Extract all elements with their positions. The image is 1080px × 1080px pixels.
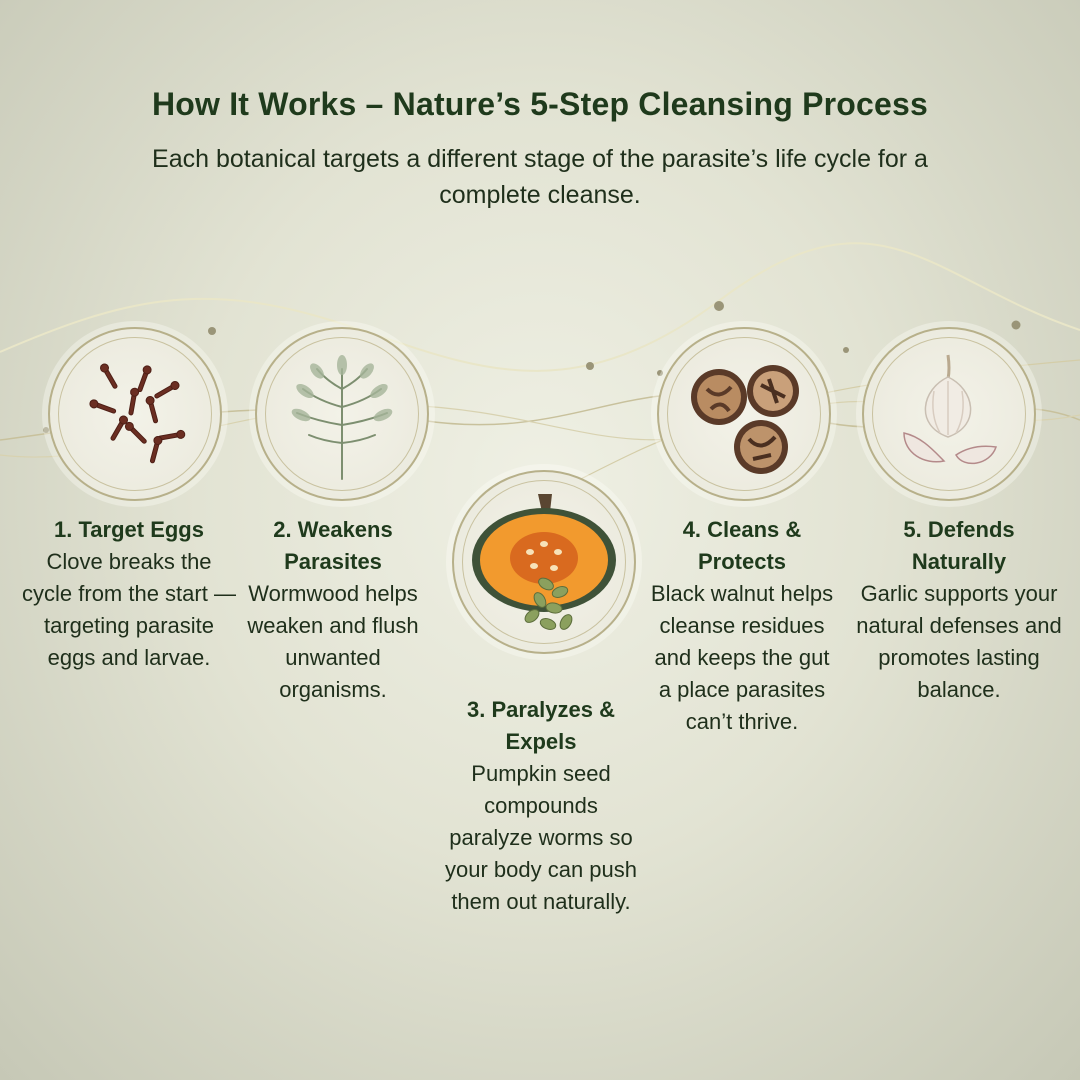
black-walnut-icon — [691, 365, 799, 474]
step-5-description: Garlic supports your natural defenses an… — [856, 581, 1062, 702]
pumpkin-illustration — [452, 470, 636, 654]
pumpkin-icon — [472, 494, 616, 630]
step-2-description: Wormwood helps weaken and flush unwanted… — [247, 581, 419, 702]
step-1-title: 1. Target Eggs — [54, 517, 204, 542]
step-5-title: 5. Defends Naturally — [903, 517, 1015, 574]
step-3-description: Pumpkin seed compounds paralyze worms so… — [444, 761, 638, 914]
wormwood-illustration — [255, 327, 429, 501]
garlic-illustration — [862, 327, 1036, 501]
black-walnut-illustration — [657, 327, 831, 501]
step-5: 5. Defends Naturally Garlic supports you… — [854, 514, 1064, 706]
wormwood-leaf-icon — [291, 355, 393, 480]
step-3-title: 3. Paralyzes & Expels — [467, 697, 615, 754]
clove-illustration — [48, 327, 222, 501]
clove-icon — [89, 363, 186, 464]
page-subtitle: Each botanical targets a different stage… — [152, 145, 928, 209]
garlic-icon — [903, 354, 997, 465]
step-2-title: 2. Weakens Parasites — [273, 517, 393, 574]
step-1: 1. Target Eggs Clove breaks the cycle fr… — [22, 514, 236, 674]
step-4-description: Black walnut helps cleanse residues and … — [650, 581, 834, 734]
step-4: 4. Cleans & Protects Black walnut helps … — [646, 514, 838, 738]
step-3: 3. Paralyzes & Expels Pumpkin seed compo… — [444, 694, 638, 918]
page-title: How It Works – Nature’s 5-Step Cleansing… — [151, 86, 929, 122]
step-4-title: 4. Cleans & Protects — [682, 517, 802, 574]
step-2: 2. Weakens Parasites Wormwood helps weak… — [244, 514, 422, 706]
step-1-description: Clove breaks the cycle from the start — … — [22, 549, 236, 670]
